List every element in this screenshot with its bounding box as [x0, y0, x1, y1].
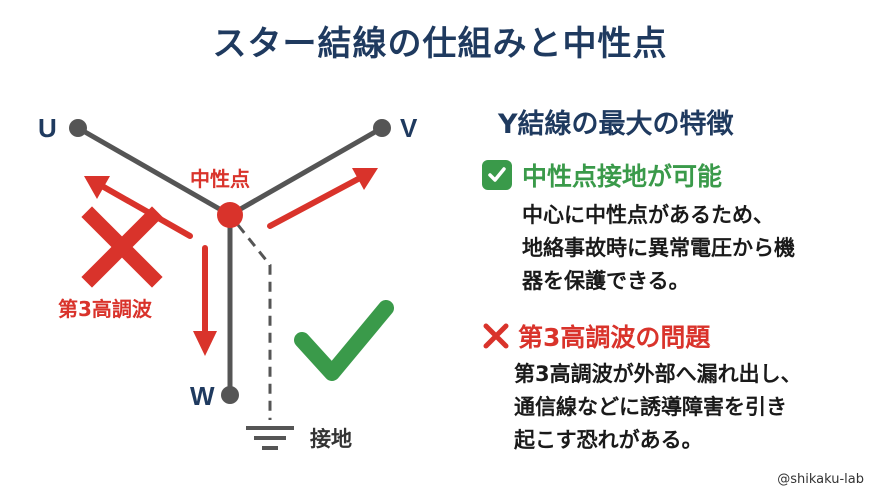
cross-icon — [482, 322, 510, 350]
neutral-point-dot — [217, 202, 243, 228]
terminal-w-label: W — [190, 381, 215, 411]
check-mark-icon — [294, 300, 394, 381]
con-line: 第3高調波が外部へ漏れ出し、 — [514, 362, 802, 386]
con-line: 通信線などに誘導障害を引き — [514, 395, 787, 419]
pro-line: 地絡事故時に異常電圧から機 — [522, 236, 795, 260]
ground-label: 接地 — [310, 427, 352, 451]
con-title: 第3高調波の問題 — [518, 323, 711, 352]
terminal-v-label: V — [400, 113, 418, 143]
arrow-to-v-icon — [267, 168, 378, 229]
pro-line: 器を保護できる。 — [522, 269, 690, 293]
arrow-to-w-icon — [193, 245, 217, 356]
features-heading: Y結線の最大の特徴 — [498, 109, 734, 140]
terminal-v-dot — [373, 119, 391, 137]
pro-heading: 中性点接地が可能 — [482, 157, 722, 193]
terminal-u-dot — [69, 119, 87, 137]
pro-line: 中心に中性点があるため、 — [522, 203, 774, 227]
credit-text: @shikaku-lab — [777, 472, 864, 487]
neutral-point-label: 中性点 — [190, 167, 250, 191]
pro-description: 中心に中性点があるため、 地絡事故時に異常電圧から機 器を保護できる。 — [522, 199, 795, 298]
terminal-w-dot — [221, 386, 239, 404]
ground-symbol-icon — [246, 426, 294, 450]
pro-title: 中性点接地が可能 — [522, 162, 723, 191]
terminal-u-label: U — [38, 113, 57, 143]
ground-wire — [236, 224, 272, 420]
con-line: 起こす恐れがある。 — [514, 428, 703, 452]
phase-line-u — [76, 125, 232, 218]
arrow-to-u-icon — [84, 176, 193, 239]
con-heading: 第3高調波の問題 — [482, 318, 710, 354]
con-description: 第3高調波が外部へ漏れ出し、 通信線などに誘導障害を引き 起こす恐れがある。 — [514, 358, 802, 457]
phase-line-v — [228, 125, 384, 218]
cross-mark-icon — [81, 206, 163, 288]
third-harmonic-label: 第3高調波 — [58, 297, 153, 321]
page-title: スター結線の仕組みと中性点 — [212, 24, 668, 64]
star-connection-diagram: U V W 中性点 第3高調波 接地 — [38, 113, 418, 451]
check-box-icon — [482, 160, 512, 190]
